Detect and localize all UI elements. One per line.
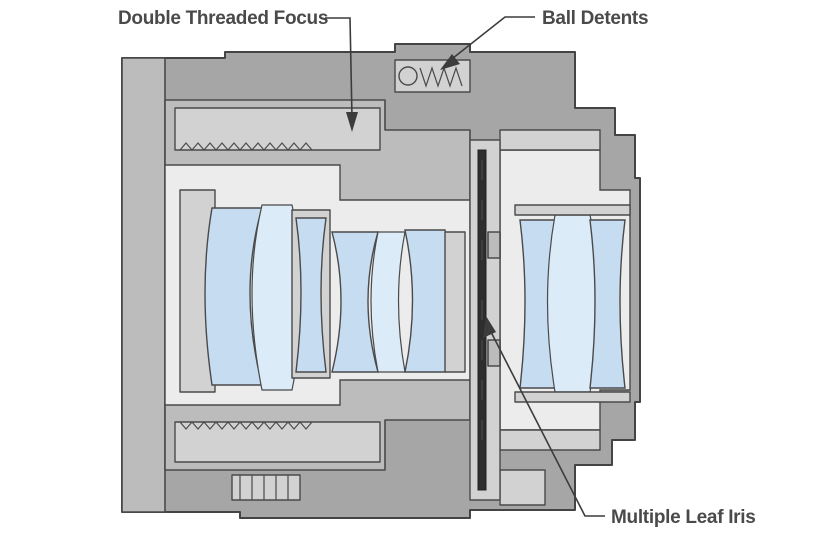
set-screw-detail xyxy=(239,475,289,500)
callout-double-threaded-focus: Double Threaded Focus xyxy=(118,8,358,132)
lower-detent-block xyxy=(499,469,546,506)
label-ball-detents: Ball Detents xyxy=(542,8,648,29)
rear-back-lens xyxy=(589,219,626,389)
iris-actuator-lower xyxy=(487,339,501,367)
front-lens-group xyxy=(179,189,331,393)
ball-detent-assembly xyxy=(398,66,463,88)
leader-ball-detents xyxy=(447,16,535,63)
rear-biconvex-lens xyxy=(546,214,600,393)
callout-ball-detents: Ball Detents xyxy=(440,8,649,70)
callout-multiple-leaf-iris: Multiple Leaf Iris xyxy=(483,316,756,528)
middle-spacer xyxy=(444,231,466,373)
rear-retainer xyxy=(514,204,631,403)
label-multiple-leaf-iris: Multiple Leaf Iris xyxy=(611,507,756,528)
arrow-multiple-leaf-iris xyxy=(483,316,496,338)
detent-ball xyxy=(398,66,418,86)
detent-spring xyxy=(419,66,463,88)
leader-multiple-leaf-iris xyxy=(489,329,605,517)
front-retainer xyxy=(179,189,216,393)
lower-thread-teeth xyxy=(179,421,313,430)
arrow-double-threaded-focus xyxy=(346,112,358,132)
lower-thread-channel xyxy=(174,421,381,463)
upper-thread-channel xyxy=(174,107,381,151)
front-flange xyxy=(121,57,166,513)
rear-lens-group xyxy=(514,204,631,403)
iris-assembly xyxy=(469,139,501,501)
upper-thread-teeth xyxy=(179,142,313,151)
middle-lens-group xyxy=(331,229,466,373)
set-screw xyxy=(231,474,301,501)
leader-double-threaded-focus xyxy=(325,17,353,119)
arrow-ball-detents xyxy=(440,54,460,70)
rear-cell-wall-top xyxy=(499,129,601,151)
front-inner-lens xyxy=(295,217,327,373)
label-double-threaded-focus: Double Threaded Focus xyxy=(118,8,328,29)
iris-actuator-upper xyxy=(487,231,501,259)
